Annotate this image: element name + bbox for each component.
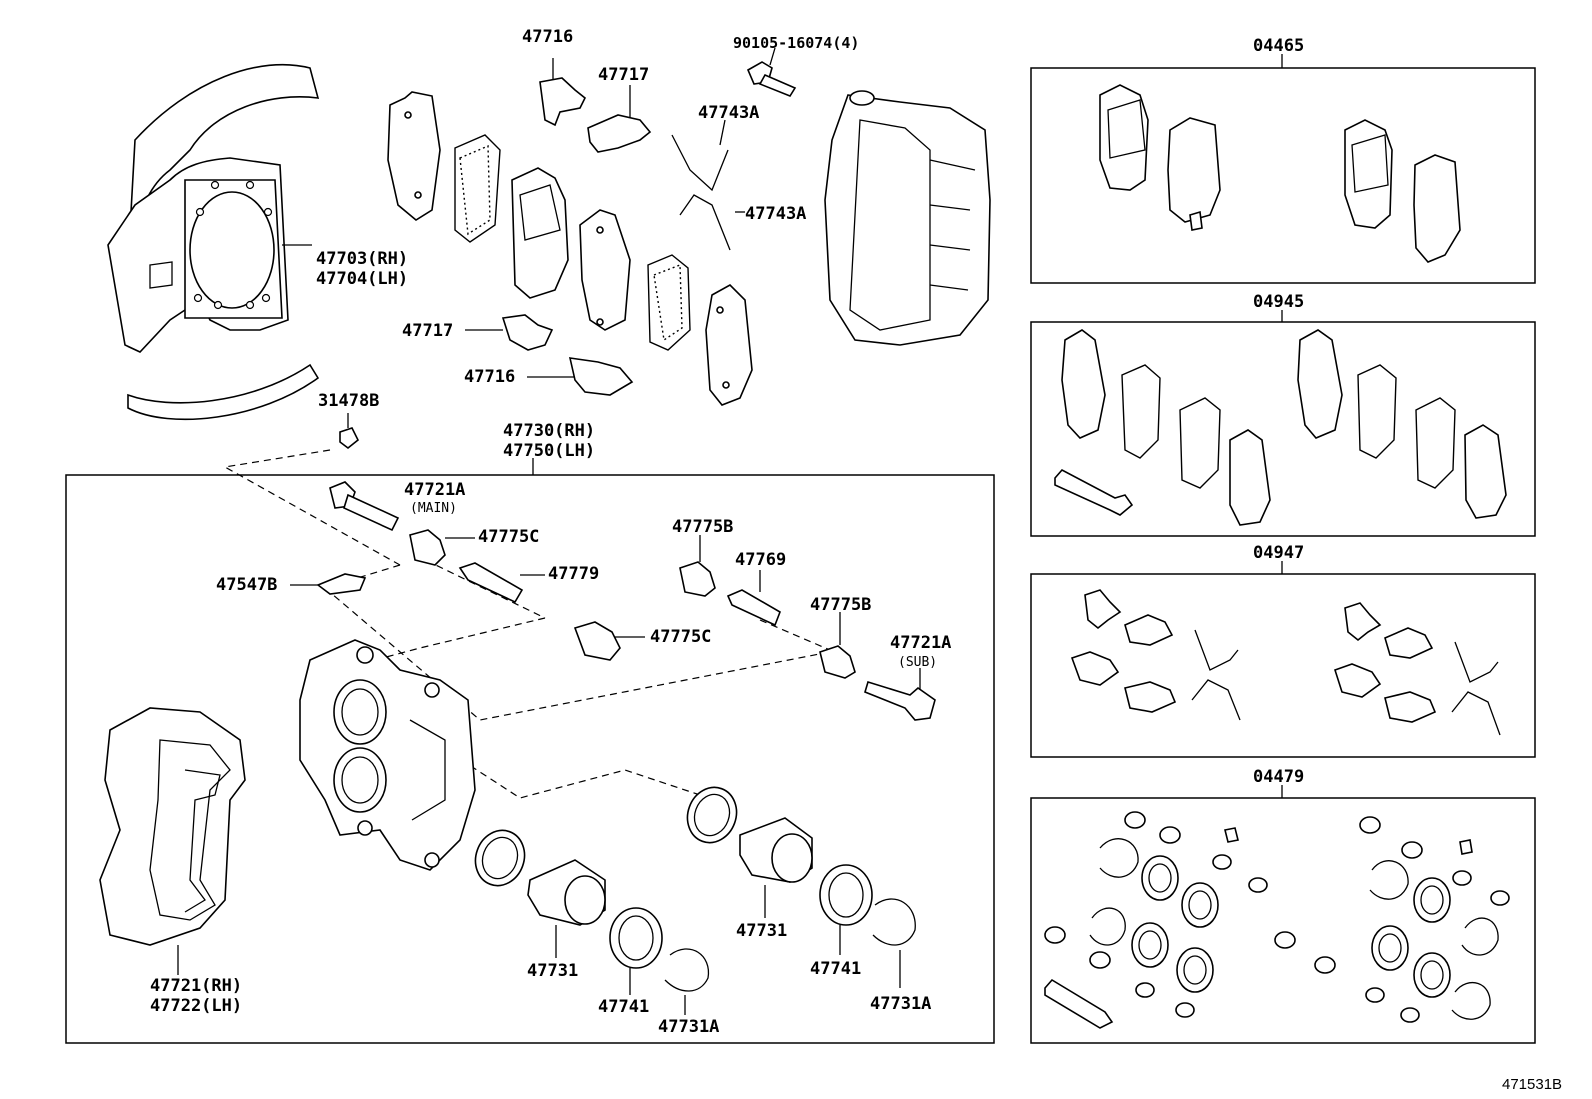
callout-47775c-upper: 47775C bbox=[478, 527, 540, 547]
pistons-and-seals bbox=[474, 786, 916, 1015]
callout-47769: 47769 bbox=[735, 550, 787, 570]
callout-47717-mid: 47717 bbox=[402, 321, 454, 341]
callout-47731a-right: 47731A bbox=[870, 994, 932, 1014]
kit-04947-clips-and-springs bbox=[1070, 589, 1501, 736]
callout-47717-top: 47717 bbox=[598, 65, 650, 85]
kit-04479-frame bbox=[1030, 797, 1536, 1044]
kit-label-04465: 04465 bbox=[1253, 36, 1305, 56]
callout-47731-left: 47731 bbox=[527, 961, 579, 981]
callout-47743a-upper: 47743A bbox=[698, 103, 760, 123]
callout-47743a-lower: 47743A bbox=[745, 204, 807, 224]
callout-47721a-sub-note: (SUB) bbox=[898, 655, 938, 670]
callout-90105: 90105-16074(4) bbox=[733, 34, 860, 52]
callout-47703-rh: 47703(RH) bbox=[316, 249, 409, 269]
callout-47775b-left: 47775B bbox=[672, 517, 734, 537]
kit-04465-frame bbox=[1030, 67, 1536, 284]
callout-47721a-sub: 47721A bbox=[890, 633, 952, 653]
callout-47721a-main: 47721A bbox=[404, 480, 466, 500]
callout-47741-right: 47741 bbox=[810, 959, 862, 979]
kit-04465-pads bbox=[1099, 84, 1461, 263]
pad-clips-mid bbox=[465, 314, 634, 396]
callout-47775b-right: 47775B bbox=[810, 595, 872, 615]
callout-47731a-left: 47731A bbox=[658, 1017, 720, 1037]
caliper-body-upper bbox=[824, 90, 991, 346]
callout-47779: 47779 bbox=[548, 564, 600, 584]
bolt-90105 bbox=[746, 47, 797, 97]
kit-label-04479: 04479 bbox=[1253, 767, 1305, 787]
kit-label-04945: 04945 bbox=[1253, 292, 1305, 312]
kit-04945-pads-and-grease bbox=[1054, 329, 1507, 526]
kit-label-04947: 04947 bbox=[1253, 543, 1305, 563]
kit-04947-frame bbox=[1030, 573, 1536, 758]
caliper-bracket bbox=[99, 707, 246, 975]
kit-04945-frame bbox=[1030, 321, 1536, 537]
kit-04479-seals-and-boots bbox=[1044, 811, 1510, 1029]
callout-47721a-main-note: (MAIN) bbox=[410, 501, 457, 516]
illustration-id: 471531B bbox=[1502, 1076, 1563, 1093]
callout-47716-mid: 47716 bbox=[464, 367, 516, 387]
anti-rattle-springs bbox=[671, 119, 745, 251]
callout-47750-lh: 47750(LH) bbox=[503, 441, 596, 461]
callout-31478b: 31478B bbox=[318, 391, 380, 411]
callout-47547b: 47547B bbox=[216, 575, 278, 595]
callout-47704-lh: 47704(LH) bbox=[316, 269, 409, 289]
upper-brake-pads bbox=[387, 91, 753, 406]
dust-shield-part bbox=[107, 63, 320, 421]
callout-47730-rh: 47730(RH) bbox=[503, 421, 596, 441]
pad-clips-top bbox=[539, 58, 652, 153]
frame-leaders bbox=[532, 54, 1283, 798]
callout-47731-right: 47731 bbox=[736, 921, 788, 941]
caliper-body-assembly bbox=[299, 639, 476, 871]
callout-47716-top: 47716 bbox=[522, 27, 574, 47]
caliper-assembly-frame bbox=[65, 474, 995, 1044]
caliper-hardware bbox=[290, 481, 936, 721]
callout-47775c-lower: 47775C bbox=[650, 627, 712, 647]
callout-47721-rh: 47721(RH) bbox=[150, 976, 243, 996]
callout-47741-left: 47741 bbox=[598, 997, 650, 1017]
callout-47722-lh: 47722(LH) bbox=[150, 996, 243, 1016]
bleeder-cap-31478b bbox=[339, 427, 360, 450]
